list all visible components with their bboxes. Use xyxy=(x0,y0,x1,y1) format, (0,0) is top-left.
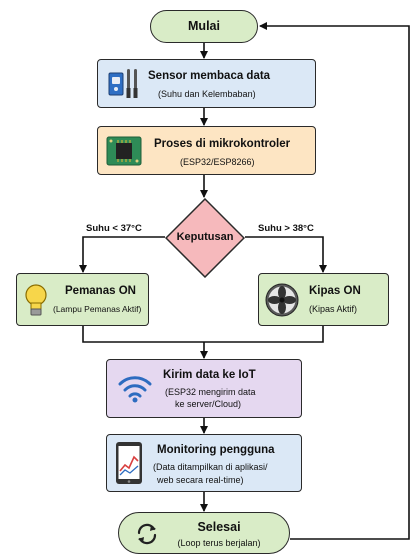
sensor-title: Sensor membaca data xyxy=(148,70,271,82)
fan-subtitle: (Kipas Aktif) xyxy=(309,304,358,314)
light-bulb-icon xyxy=(24,283,48,322)
process-node: Proses di mikrokontroler (ESP32/ESP8266) xyxy=(97,126,316,175)
left-condition-label: Suhu < 37°C xyxy=(86,223,142,234)
fan-icon xyxy=(265,283,299,322)
arrow-decision-to-fan xyxy=(245,236,327,273)
monitor-subtitle-line1: (Data ditampilkan di aplikasi/ xyxy=(153,462,268,472)
iot-node: Kirim data ke IoT (ESP32 mengirim data k… xyxy=(106,359,302,418)
end-node: Selesai (Loop terus berjalan) xyxy=(118,512,290,554)
end-title: Selesai xyxy=(197,520,241,534)
decision-node: Keputusan xyxy=(164,197,246,279)
line-heater-down xyxy=(82,326,324,343)
iot-subtitle-line1: (ESP32 mengirim data xyxy=(165,387,256,397)
arrow-decision-to-heater xyxy=(79,236,165,273)
microcontroller-chip-icon xyxy=(106,135,142,172)
wifi-signal-icon xyxy=(117,372,153,409)
sensor-module-icon xyxy=(108,67,142,106)
start-title: Mulai xyxy=(188,19,220,33)
end-subtitle: (Loop terus berjalan) xyxy=(177,538,261,548)
monitor-title: Monitoring pengguna xyxy=(157,444,275,456)
heater-subtitle: (Lampu Pemanas Aktif) xyxy=(53,304,142,314)
fan-node: Kipas ON (Kipas Aktif) xyxy=(258,273,389,326)
heater-title: Pemanas ON xyxy=(65,285,136,297)
right-condition-label: Suhu > 38°C xyxy=(258,223,314,234)
smartphone-chart-icon xyxy=(115,441,143,490)
heater-node: Pemanas ON (Lampu Pemanas Aktif) xyxy=(16,273,149,326)
iot-title: Kirim data ke IoT xyxy=(163,369,256,381)
loop-back-line xyxy=(259,22,410,540)
loop-arrows-icon xyxy=(135,522,159,551)
fan-title: Kipas ON xyxy=(309,285,361,297)
monitor-node: Monitoring pengguna (Data ditampilkan di… xyxy=(106,434,302,492)
start-node: Mulai xyxy=(150,10,258,43)
monitor-subtitle-line2: web secara real-time) xyxy=(157,475,244,485)
process-subtitle: (ESP32/ESP8266) xyxy=(180,157,255,167)
sensor-subtitle: (Suhu dan Kelembaban) xyxy=(158,89,256,99)
iot-subtitle-line2: ke server/Cloud) xyxy=(175,399,242,409)
process-title: Proses di mikrokontroler xyxy=(154,138,291,150)
decision-title: Keputusan xyxy=(176,231,234,243)
sensor-node: Sensor membaca data (Suhu dan Kelembaban… xyxy=(97,59,316,108)
